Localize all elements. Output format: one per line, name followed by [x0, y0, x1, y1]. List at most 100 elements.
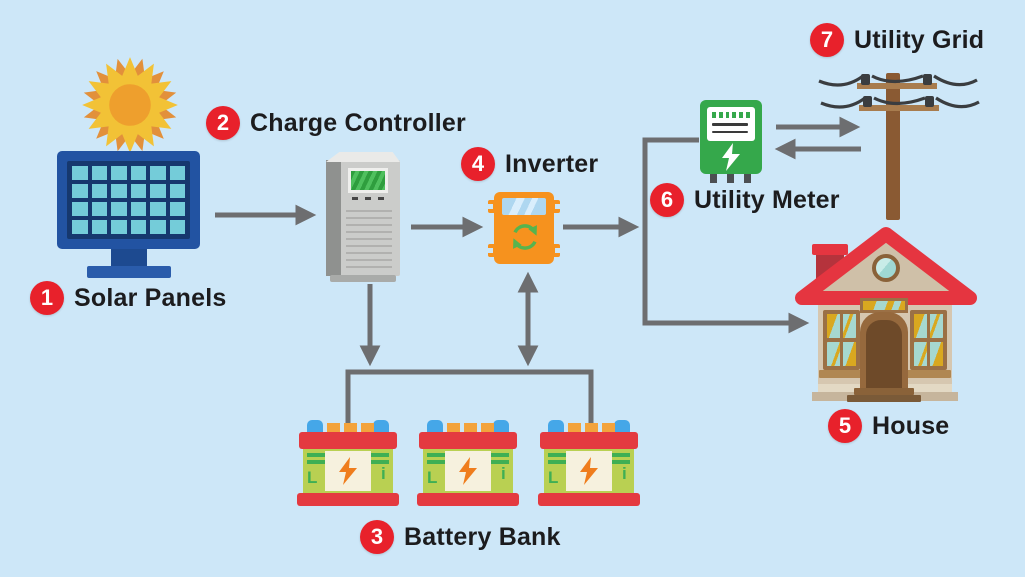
controller-button	[352, 197, 358, 200]
solar-panel-base	[87, 266, 171, 278]
battery-bottom-band	[297, 493, 399, 506]
badge-solar-panels: 1	[30, 281, 64, 315]
battery-stripe	[487, 460, 509, 464]
battery-stripe	[427, 460, 449, 464]
label-solar-panels: 1 Solar Panels	[30, 281, 226, 315]
label-utility-grid-text: Utility Grid	[854, 25, 985, 54]
label-battery-bank-text: Battery Bank	[404, 522, 561, 551]
controller-side	[326, 160, 341, 276]
badge-house: 5	[828, 409, 862, 443]
house-icon	[794, 224, 978, 404]
door-step	[847, 395, 921, 402]
battery-bottom-band	[417, 493, 519, 506]
meter-terminal	[727, 174, 734, 183]
lightning-bolt-icon	[580, 457, 598, 485]
window-left	[823, 310, 860, 370]
utility-meter-icon	[700, 100, 762, 188]
door	[860, 312, 908, 390]
badge-utility-grid: 7	[810, 23, 844, 57]
meter-display	[707, 107, 755, 141]
utility-pole-icon	[818, 73, 980, 220]
chimney-cap	[812, 244, 848, 255]
battery-letter-i: i	[622, 464, 627, 483]
battery-stripe	[427, 453, 449, 457]
badge-inverter: 4	[461, 147, 495, 181]
battery-letter-i: i	[381, 464, 386, 483]
controller-button	[378, 197, 384, 200]
controller-top	[326, 152, 400, 162]
window-sill	[819, 370, 864, 378]
battery-cap	[447, 423, 460, 434]
sync-arrows-icon	[513, 224, 537, 250]
controller-button	[365, 197, 371, 200]
battery-cap	[327, 423, 340, 434]
door-transom	[860, 298, 908, 313]
meter-digits	[712, 112, 750, 118]
controller-base	[330, 275, 396, 282]
battery-terminal	[614, 420, 630, 434]
lightning-bolt-icon	[459, 457, 477, 485]
battery-letter-l: L	[427, 468, 438, 487]
battery-stripe	[608, 460, 630, 464]
battery-stripe	[367, 460, 389, 464]
battery-stripe	[608, 453, 630, 457]
battery-cap	[568, 423, 581, 434]
battery-cap	[481, 423, 494, 434]
battery-terminal	[307, 420, 323, 434]
sun-icon	[82, 57, 178, 153]
battery-stripe	[548, 453, 570, 457]
battery-bottom-band	[538, 493, 640, 506]
label-house: 5 House	[828, 409, 949, 443]
battery-cap	[344, 423, 357, 434]
solar-panel-stand	[111, 249, 147, 268]
battery-letter-i: i	[501, 464, 506, 483]
window-sill	[906, 370, 951, 378]
battery-label	[566, 451, 612, 491]
battery-cap	[464, 423, 477, 434]
badge-charge-controller: 2	[206, 106, 240, 140]
badge-utility-meter: 6	[650, 183, 684, 217]
solar-panel-icon	[57, 151, 200, 249]
battery-top-band	[540, 432, 638, 449]
battery-stripe	[307, 453, 329, 457]
badge-battery-bank: 3	[360, 520, 394, 554]
inverter-window	[502, 198, 546, 215]
door-panel	[866, 320, 902, 390]
battery-top-band	[299, 432, 397, 449]
battery-top-band	[419, 432, 517, 449]
meter-reading-line	[712, 130, 748, 133]
battery-icon-3: L i	[538, 420, 640, 506]
battery-icon-2: L i	[417, 420, 519, 506]
battery-icon-1: L i	[297, 420, 399, 506]
battery-letter-l: L	[548, 468, 559, 487]
label-charge-controller-text: Charge Controller	[250, 108, 466, 137]
battery-cap	[585, 423, 598, 434]
label-utility-meter-text: Utility Meter	[694, 185, 840, 214]
round-window	[872, 254, 900, 282]
meter-reading-line	[712, 123, 748, 126]
label-solar-panels-text: Solar Panels	[74, 283, 227, 312]
label-inverter-text: Inverter	[505, 149, 599, 178]
battery-letter-l: L	[307, 468, 318, 487]
battery-bus-line	[345, 369, 594, 424]
controller-vents	[346, 210, 392, 268]
label-charge-controller: 2 Charge Controller	[206, 106, 466, 140]
charge-controller-icon	[326, 152, 400, 282]
lightning-bolt-icon	[722, 143, 740, 171]
lightning-bolt-icon	[339, 457, 357, 485]
label-house-text: House	[872, 411, 950, 440]
label-battery-bank: 3 Battery Bank	[360, 520, 561, 554]
power-wires	[818, 74, 980, 109]
solar-cell-grid	[72, 166, 185, 234]
battery-stripe	[367, 453, 389, 457]
battery-cap	[361, 423, 374, 434]
battery-stripe	[307, 460, 329, 464]
label-inverter: 4 Inverter	[461, 147, 598, 181]
window-right	[910, 310, 947, 370]
controller-display	[348, 168, 388, 193]
battery-label	[445, 451, 491, 491]
battery-stripe	[487, 453, 509, 457]
battery-stripe	[548, 460, 570, 464]
battery-label	[325, 451, 371, 491]
